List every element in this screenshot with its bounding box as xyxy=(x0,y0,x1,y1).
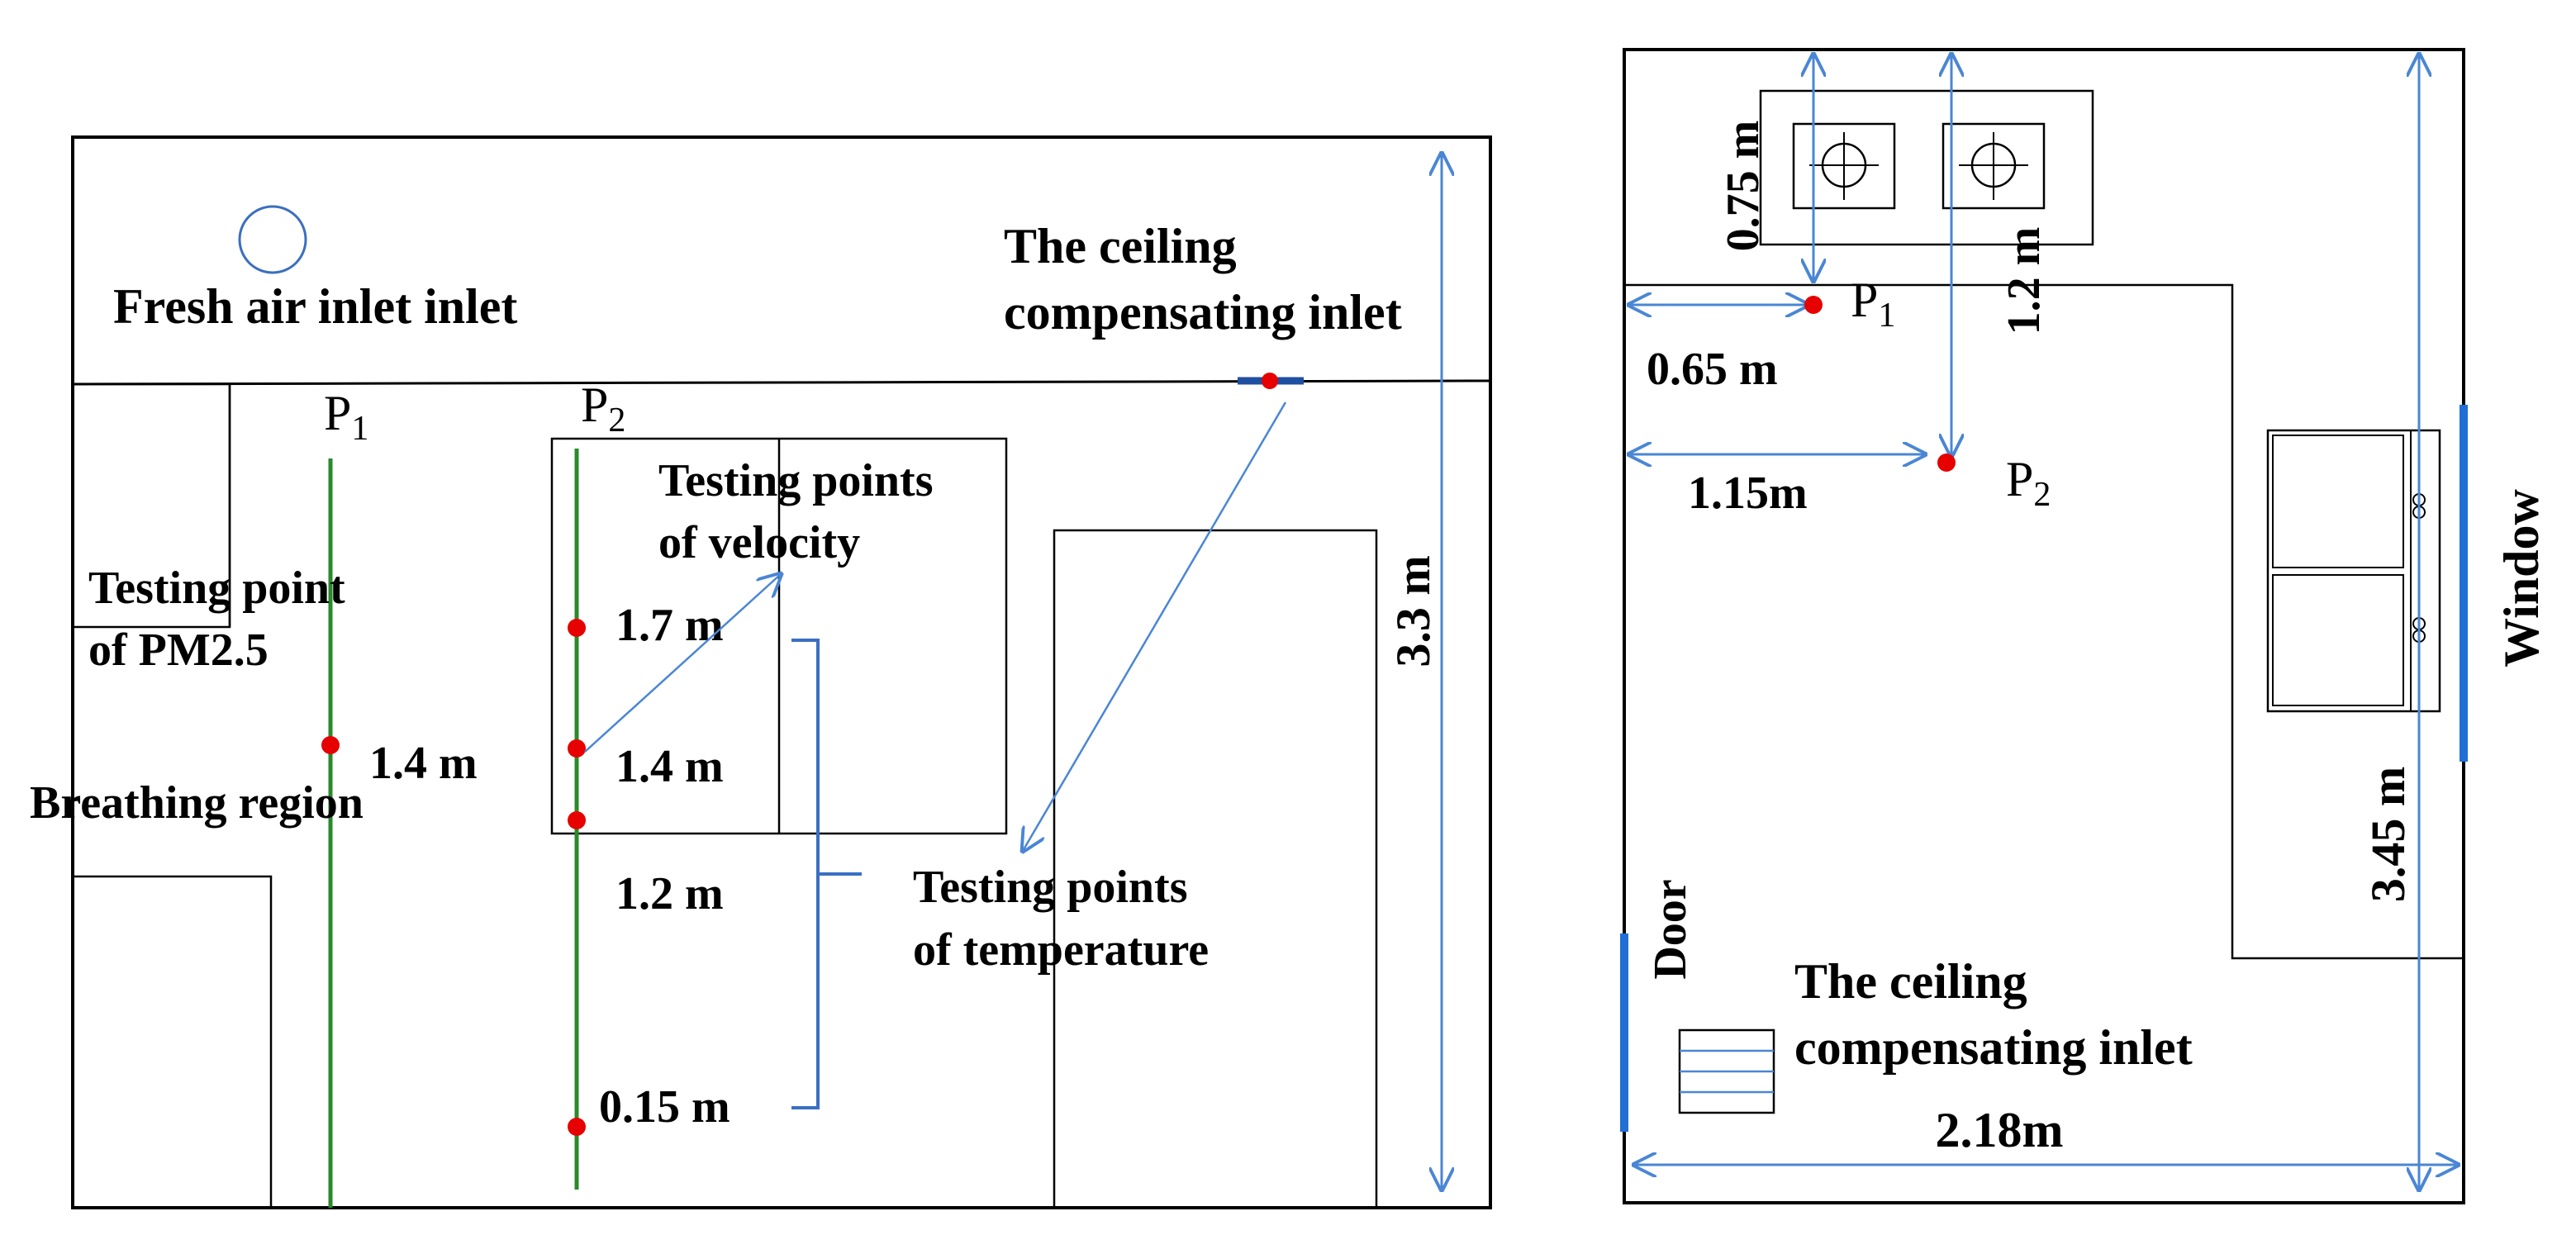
room-height-label: 3.3 m xyxy=(1386,555,1440,667)
length-label: 3.45 m xyxy=(2361,767,2415,902)
width-label: 2.18m xyxy=(1936,1103,2064,1157)
height-1-7m: 1.7 m xyxy=(615,600,724,651)
p1-height-label: 1.4 m xyxy=(369,738,478,789)
temperature-label-line2: of temperature xyxy=(913,924,1209,976)
elevation-view: Fresh air inlet inlet The ceiling compen… xyxy=(30,135,1492,1209)
point-1-7m xyxy=(568,619,586,637)
p1-pm25-point xyxy=(321,736,340,754)
plan-ceiling-label-line2: compensating inlet xyxy=(1794,1020,2193,1075)
velocity-arrow xyxy=(584,574,781,753)
ceiling-inlet-point xyxy=(1262,373,1278,389)
p1-elev-label: P1 xyxy=(324,386,368,448)
sink-basin-bottom xyxy=(2272,574,2404,706)
p1-plan-point xyxy=(1804,296,1823,314)
temperature-label-line1: Testing points xyxy=(913,862,1188,913)
counter-edge xyxy=(1624,283,2464,960)
velocity-label-line1: Testing points xyxy=(658,455,934,506)
height-1-4m: 1.4 m xyxy=(615,741,724,792)
height-0-15m: 0.15 m xyxy=(599,1081,730,1133)
sink-outer xyxy=(2266,429,2441,713)
fresh-air-label: Fresh air inlet inlet xyxy=(113,279,517,334)
burner-left xyxy=(1792,122,1896,210)
point-1-4m xyxy=(568,739,586,758)
plan-view: Window 3.45 m Door The ceiling compensat… xyxy=(1620,48,2549,1204)
dim-1-2-label: 1.2 m xyxy=(1999,227,2050,335)
velocity-label-line2: of velocity xyxy=(658,517,860,568)
fresh-air-inlet-icon xyxy=(238,205,307,274)
p2-elev-label: P2 xyxy=(581,378,625,439)
plan-ceiling-label-line1: The ceiling xyxy=(1794,954,2027,1009)
pm-label-line2: of PM2.5 xyxy=(88,625,269,676)
dim-0-65-label: 0.65 m xyxy=(1647,344,1778,395)
window-label: Window xyxy=(2494,489,2549,667)
elevation-outline xyxy=(71,135,1492,1209)
p2-plan-label: P2 xyxy=(2006,452,2051,514)
sink-basin-top xyxy=(2272,435,2404,568)
stove-counter xyxy=(1759,89,2094,246)
ceiling-inlet-label-line1: The ceiling xyxy=(1004,219,1237,273)
point-0-15m xyxy=(568,1118,586,1136)
breathing-region-label: Breathing region xyxy=(30,777,364,829)
dim-0-75-label: 0.75 m xyxy=(1718,121,1769,252)
refrigerator xyxy=(1053,529,1378,1209)
p2-plan-point xyxy=(1937,454,1956,472)
ceiling-inlet-label-line2: compensating inlet xyxy=(1004,285,1402,340)
p1-plan-label: P1 xyxy=(1851,273,1895,335)
height-1-2m: 1.2 m xyxy=(615,868,724,919)
dim-1-15-label: 1.15m xyxy=(1688,468,1808,519)
temperature-bracket xyxy=(791,639,862,1109)
point-1-2m xyxy=(568,811,586,829)
pm-label-line1: Testing point xyxy=(88,563,345,614)
door-label: Door xyxy=(1645,879,1696,979)
ceiling-inlet-arrow xyxy=(1023,401,1287,851)
lower-cabinet-left xyxy=(71,875,273,1209)
